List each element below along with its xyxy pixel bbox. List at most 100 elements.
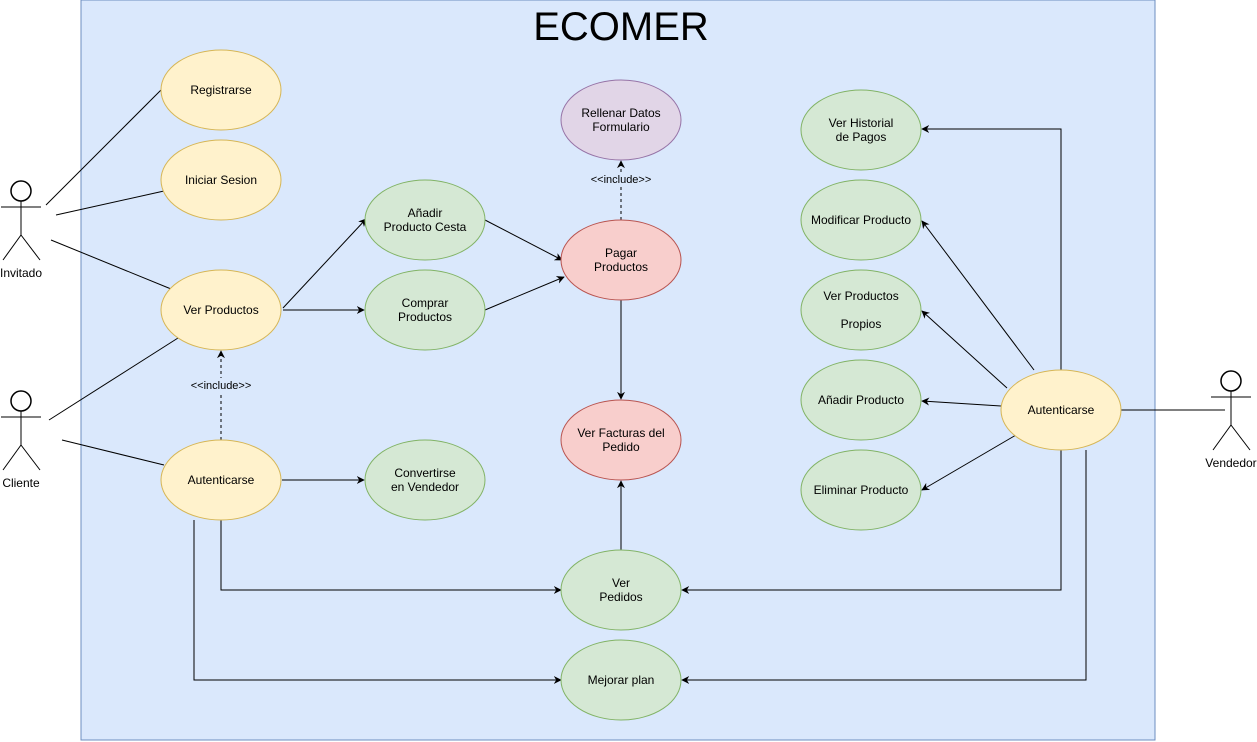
use-case-label: Formulario <box>592 120 650 134</box>
assoc-cliente-ver-productos <box>48 337 179 421</box>
use-case-label: Producto Cesta <box>384 220 467 234</box>
use-case-label: de Pagos <box>836 130 887 144</box>
edge-vend-mejorar-plan <box>681 450 1087 684</box>
use-case-label: Ver Facturas del <box>577 426 664 440</box>
include-label-autenticar: <<include>> <box>191 380 252 392</box>
use-case-label: Productos <box>398 310 452 324</box>
use-case-label: en Vendedor <box>391 480 459 494</box>
use-case-label: Mejorar plan <box>588 673 655 687</box>
edge-vend-pedidos <box>681 450 1062 594</box>
actor-label-cliente: Cliente <box>2 476 40 490</box>
use-case-ellipse <box>560 79 682 161</box>
use-case-label: Añadir <box>408 206 443 220</box>
include-label-bg <box>188 378 254 392</box>
use-case-ellipse <box>560 549 682 631</box>
edge-ver-productos-anadir-cesta <box>282 218 367 309</box>
use-case-eliminar-producto[interactable]: Eliminar Producto <box>800 449 922 531</box>
use-case-label: Iniciar Sesion <box>185 173 257 187</box>
use-case-label: Pedidos <box>599 590 642 604</box>
edge-vend-ver-propios <box>921 310 1008 389</box>
actor-left-leg <box>1212 424 1232 451</box>
use-case-mejorar-plan[interactable]: Mejorar plan <box>560 639 682 721</box>
use-case-label: Autenticarse <box>1028 403 1095 417</box>
actor-left-leg <box>2 444 22 471</box>
actor-head <box>10 390 32 412</box>
use-case-modificar-producto[interactable]: Modificar Producto <box>800 179 922 261</box>
use-case-ellipse <box>160 49 282 131</box>
use-case-ellipse <box>160 139 282 221</box>
use-case-label: Añadir Producto <box>818 393 904 407</box>
edge-vend-eliminar <box>921 434 1017 491</box>
actor-label-invitado: Invitado <box>0 266 42 280</box>
edge-vend-modificar <box>921 220 1035 371</box>
actor-head <box>10 180 32 202</box>
use-case-ellipse <box>800 89 922 171</box>
use-case-ellipse <box>1000 369 1122 451</box>
edge-vend-anadir <box>921 397 1002 407</box>
use-case-label: Eliminar Producto <box>814 483 909 497</box>
use-case-label: Rellenar Datos <box>581 106 660 120</box>
use-case-label: Ver Productos <box>183 303 258 317</box>
actor-right-leg <box>20 444 41 471</box>
assoc-cliente-autenticarse <box>61 439 165 466</box>
use-case-ellipse <box>800 449 922 531</box>
assoc-invitado-registrarse <box>45 89 162 206</box>
use-case-ellipse <box>560 219 682 301</box>
use-case-ellipse <box>160 439 282 521</box>
use-case-ellipse <box>560 639 682 721</box>
use-case-label: Modificar Producto <box>811 213 911 227</box>
use-case-label: Ver Productos <box>823 289 898 303</box>
assoc-invitado-iniciar-sesion <box>55 190 165 216</box>
use-case-label: Convertirse <box>394 466 456 480</box>
use-case-autenticarse-vendedor[interactable]: Autenticarse <box>1000 369 1122 451</box>
use-case-ver-productos[interactable]: Ver Productos <box>160 269 282 351</box>
include-label-bg <box>588 172 654 186</box>
use-case-ellipse <box>800 179 922 261</box>
use-case-ellipse <box>364 179 486 261</box>
use-case-registrarse[interactable]: Registrarse <box>160 49 282 131</box>
use-case-label: Ver <box>612 576 630 590</box>
use-case-ellipse <box>364 269 486 351</box>
use-case-label: Registrarse <box>190 83 252 97</box>
edge-anadir-cesta-pagar <box>484 219 563 261</box>
use-case-label: Autenticarse <box>188 473 255 487</box>
edge-comprar-pagar <box>484 276 565 311</box>
edge-autenticarse-mejorar-plan <box>193 520 562 684</box>
edge-autenticarse-pedidos <box>220 520 562 594</box>
use-case-iniciar-sesion[interactable]: Iniciar Sesion <box>160 139 282 221</box>
use-case-label: Pagar <box>605 246 637 260</box>
actor-label-vendedor: Vendedor <box>1205 456 1256 470</box>
assoc-invitado-ver-productos <box>50 239 177 292</box>
use-case-anadir-producto[interactable]: Añadir Producto <box>800 359 922 441</box>
use-case-label: Ver Historial <box>829 116 894 130</box>
actor-head <box>1220 370 1242 392</box>
actor-invitado[interactable]: Invitado <box>0 180 42 280</box>
actor-vendedor[interactable]: Vendedor <box>1205 370 1257 470</box>
use-case-ellipse <box>800 269 922 351</box>
use-case-autenticarse-cliente[interactable]: Autenticarse <box>160 439 282 521</box>
actor-right-leg <box>1230 424 1251 451</box>
include-label-pagar: <<include>> <box>591 174 652 186</box>
use-case-label: Productos <box>594 260 648 274</box>
use-case-label: Pedido <box>602 440 640 454</box>
use-case-ellipse <box>364 439 486 521</box>
actor-left-leg <box>2 234 22 261</box>
use-case-ellipse <box>800 359 922 441</box>
use-case-label: Propios <box>841 317 882 331</box>
actor-cliente[interactable]: Cliente <box>1 390 41 490</box>
use-case-ellipse <box>160 269 282 351</box>
system-title: ECOMER <box>533 5 709 49</box>
actor-right-leg <box>20 234 41 261</box>
use-case-label: Comprar <box>402 296 449 310</box>
use-case-ellipse <box>560 399 682 481</box>
